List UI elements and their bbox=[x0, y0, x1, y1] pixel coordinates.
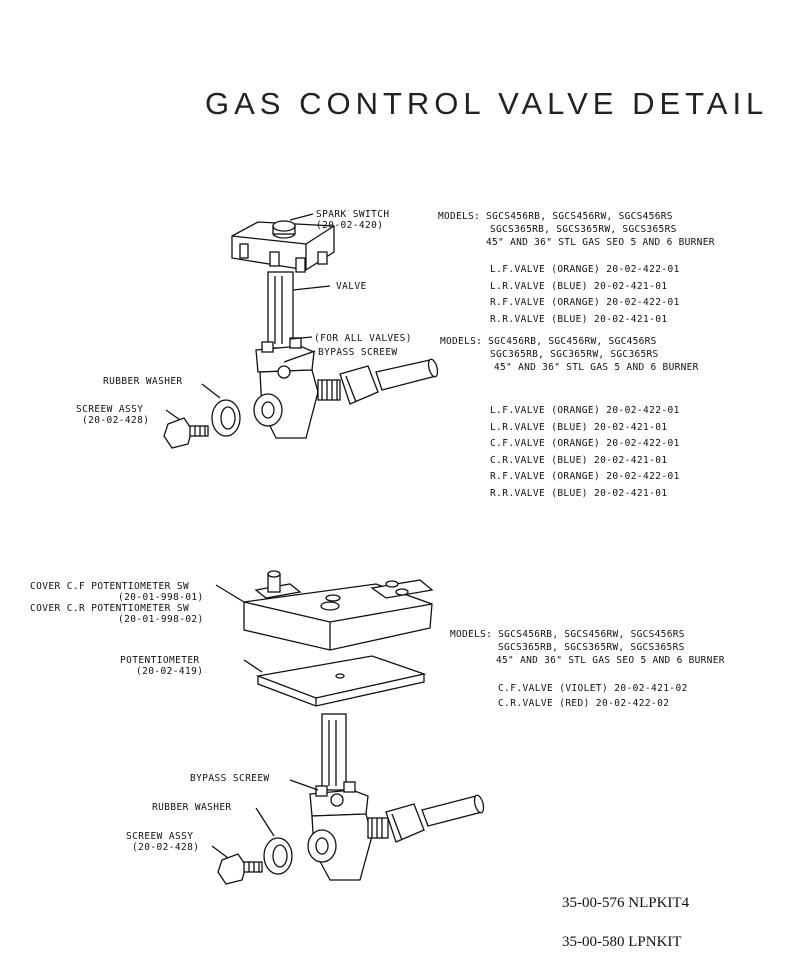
part-number-nlpkit4: 35-00-576 NLPKIT4 bbox=[562, 895, 690, 911]
bottom-screw-assy-part bbox=[217, 853, 263, 885]
page-title: GAS CONTROL VALVE DETAIL bbox=[205, 86, 769, 121]
potentiometer-label: POTENTIOMETER (20-02-419) bbox=[120, 655, 204, 677]
bottom-bypass-screw-label: BYPASS SCREEW bbox=[190, 773, 270, 784]
bottom-screw-assy-label: SCREEW ASSY (20-02-428) bbox=[126, 831, 200, 853]
models-list-2: MODELS: SGC456RB, SGC456RW, SGC456RS SGC… bbox=[440, 336, 699, 373]
valve-label: VALVE bbox=[336, 281, 367, 292]
screw-assy-label: SCREEW ASSY (20-02-428) bbox=[76, 404, 150, 426]
rubber-washer-part bbox=[211, 399, 241, 437]
valve-list-3: C.F.VALVE (VIOLET) 20-02-421-02 C.R.VALV… bbox=[498, 683, 688, 709]
potentiometer-cover-part bbox=[243, 570, 434, 651]
rubber-washer-label: RUBBER WASHER bbox=[103, 376, 183, 387]
valve-body-part bbox=[253, 337, 439, 439]
valve-list-2: L.F.VALVE (ORANGE) 20-02-422-01 L.R.VALV… bbox=[490, 405, 680, 499]
spark-switch-part bbox=[231, 220, 335, 273]
bottom-valve-stem-part bbox=[321, 713, 347, 791]
bottom-rubber-washer-label: RUBBER WASHER bbox=[152, 802, 232, 813]
for-all-valves-label: (FOR ALL VALVES) bbox=[314, 333, 412, 344]
bottom-valve-body-part bbox=[307, 781, 485, 881]
spark-switch-label: SPARK SWITCH (20-02-420) bbox=[316, 209, 390, 231]
screw-assy-part bbox=[163, 417, 209, 449]
potentiometer-plate-part bbox=[255, 655, 427, 707]
cover-cr-label: COVER C.R POTENTIOMETER SW (20-01-998-02… bbox=[30, 603, 204, 625]
valve-stem-part bbox=[267, 271, 294, 349]
bypass-screw-label: BYPASS SCREEW bbox=[318, 347, 398, 358]
cover-cf-label: COVER C.F POTENTIOMETER SW (20-01-998-01… bbox=[30, 581, 204, 603]
models-list-3: MODELS: SGCS456RB, SGCS456RW, SGCS456RS … bbox=[450, 629, 725, 666]
valve-list-1: L.F.VALVE (ORANGE) 20-02-422-01 L.R.VALV… bbox=[490, 264, 680, 325]
models-list-1: MODELS: SGCS456RB, SGCS456RW, SGCS456RS … bbox=[438, 211, 715, 248]
bottom-rubber-washer-part bbox=[263, 837, 293, 875]
part-number-lpnkit: 35-00-580 LPNKIT bbox=[562, 934, 682, 950]
